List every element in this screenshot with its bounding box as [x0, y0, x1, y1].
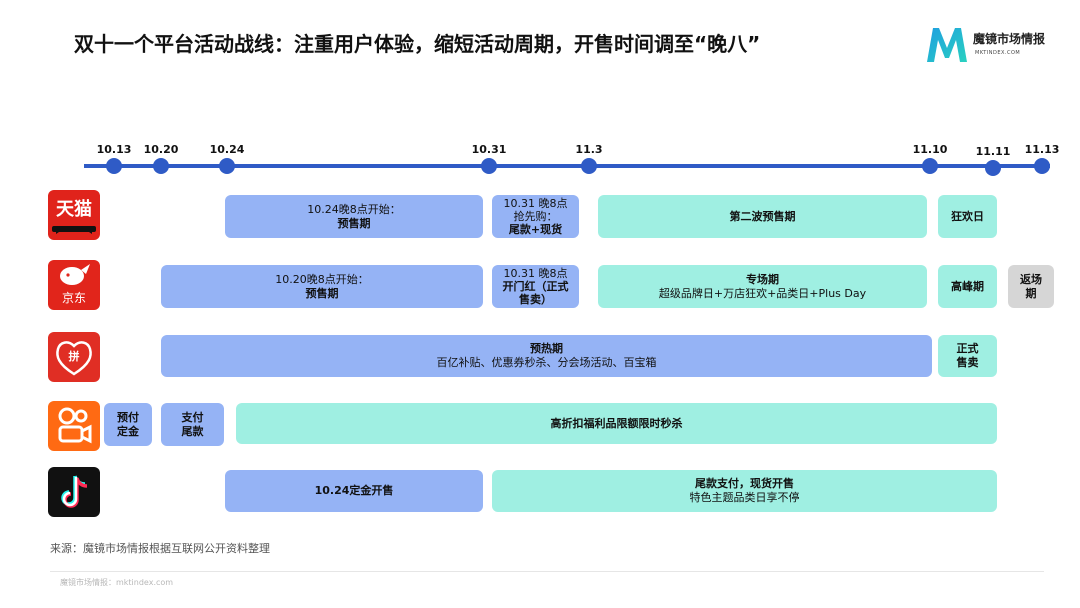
bar-line: 抢先购： — [513, 210, 558, 223]
jd-logo: 京东 — [48, 260, 100, 310]
bar-line: 期 — [1025, 286, 1037, 300]
kuaishou-logo — [48, 401, 100, 451]
timeline-axis — [84, 164, 1050, 168]
tick-label: 11.11 — [975, 145, 1011, 158]
bar-line: 返场 — [1020, 272, 1042, 286]
bar-line: 尾款+现货 — [508, 223, 563, 236]
tmall-second-presale-bar: 第二波预售期 — [598, 195, 927, 238]
source-note: 来源：魔镜市场情报根据互联网公开资料整理 — [50, 542, 270, 555]
jd-opening-bar: 10.31 晚8点 开门红（正式 售卖） — [492, 265, 579, 308]
jd-presale-bar: 10.20晚8点开始： 预售期 — [161, 265, 483, 308]
bar-line: 开门红（正式 — [502, 280, 569, 293]
douyin-note-icon — [61, 475, 88, 508]
tick-label: 10.20 — [143, 143, 179, 156]
bar-line: 高折扣福利品限额限时秒杀 — [550, 416, 683, 430]
tmall-presale-bar: 10.24晚8点开始： 预售期 — [225, 195, 483, 238]
tmall-logo-text: 天猫 — [56, 199, 92, 220]
tick-label: 11.10 — [912, 143, 948, 156]
bar-line: 正式 — [956, 342, 979, 355]
kuaishou-deposit-bar: 预付 定金 — [104, 403, 152, 446]
kuaishou-camera-icon — [58, 407, 92, 444]
bar-line: 特色主题品类日享不停 — [689, 491, 800, 504]
tick-dot — [153, 158, 169, 174]
douyin-logo — [48, 467, 100, 517]
bar-line: 预售期 — [337, 216, 371, 230]
brand-m-icon — [927, 28, 967, 62]
tick-label: 10.24 — [209, 143, 245, 156]
bar-line: 百亿补贴、优惠券秒杀、分会场活动、百宝箱 — [436, 356, 657, 369]
tick-dot — [106, 158, 122, 174]
tick-dot — [922, 158, 938, 174]
tmall-cat-icon — [52, 226, 96, 234]
bar-line: 10.24定金开售 — [314, 484, 394, 497]
bar-line: 狂欢日 — [951, 209, 984, 223]
bar-line: 10.31 晚8点 — [503, 267, 568, 280]
bar-line: 超级品牌日+万店狂欢+品类日+Plus Day — [658, 286, 867, 300]
pdd-sale-bar: 正式 售卖 — [938, 335, 997, 377]
bar-line: 专场期 — [746, 272, 779, 286]
tick-label: 11.3 — [575, 143, 603, 156]
jd-dog-icon — [60, 264, 90, 285]
tmall-carnival-bar: 狂欢日 — [938, 195, 997, 238]
bar-line: 支付 — [181, 410, 204, 424]
bar-line: 预付 — [117, 410, 139, 424]
page-title: 双十一个平台活动战线：注重用户体验，缩短活动周期，开售时间调至“晚八” — [74, 32, 761, 56]
tick-dot — [985, 160, 1001, 176]
bar-line: 10.31 晚8点 — [503, 197, 568, 210]
pdd-logo: 拼 — [48, 332, 100, 382]
tmall-logo: 天猫 — [48, 190, 100, 240]
tick-label: 10.31 — [471, 143, 507, 156]
tick-label: 11.13 — [1024, 143, 1060, 156]
pdd-logo-text: 拼 — [68, 350, 80, 363]
kuaishou-balance-bar: 支付 尾款 — [161, 403, 224, 446]
jd-peak-bar: 高峰期 — [938, 265, 997, 308]
bar-line: 高峰期 — [951, 279, 984, 293]
bar-line: 尾款 — [181, 424, 204, 438]
tick-label: 10.13 — [96, 143, 132, 156]
pdd-warmup-bar: 预热期 百亿补贴、优惠券秒杀、分会场活动、百宝箱 — [161, 335, 932, 377]
tick-dot — [581, 158, 597, 174]
bar-line: 售卖 — [956, 356, 979, 369]
footer-divider — [50, 571, 1044, 572]
bar-line: 预售期 — [305, 286, 339, 300]
douyin-balance-bar: 尾款支付，现货开售 特色主题品类日享不停 — [492, 470, 997, 512]
tick-dot — [219, 158, 235, 174]
brand-name: 魔镜市场情报 — [973, 32, 1046, 46]
tick-dot — [481, 158, 497, 174]
tmall-early-buy-bar: 10.31 晚8点 抢先购： 尾款+现货 — [492, 195, 579, 238]
jd-special-bar: 专场期 超级品牌日+万店狂欢+品类日+Plus Day — [598, 265, 927, 308]
brand-sub: MKTINDEX.COM — [975, 50, 1021, 56]
bar-line: 尾款支付，现货开售 — [695, 477, 794, 490]
tick-dot — [1034, 158, 1050, 174]
brand-logo: 魔镜市场情报 MKTINDEX.COM — [925, 26, 1065, 66]
bar-line: 定金 — [117, 424, 139, 438]
bar-line: 第二波预售期 — [729, 209, 796, 223]
kuaishou-flash-sale-bar: 高折扣福利品限额限时秒杀 — [236, 403, 997, 444]
pdd-heart-icon — [56, 341, 92, 376]
douyin-deposit-bar: 10.24定金开售 — [225, 470, 483, 512]
footer-watermark: 魔镜市场情报：mktindex.com — [60, 578, 174, 587]
bar-line: 10.20晚8点开始： — [275, 272, 369, 286]
bar-line: 预热期 — [530, 342, 563, 355]
jd-return-bar: 返场 期 — [1008, 265, 1054, 308]
bar-line: 10.24晚8点开始： — [307, 202, 401, 216]
bar-line: 售卖） — [519, 293, 552, 306]
jd-logo-text: 京东 — [61, 291, 86, 305]
